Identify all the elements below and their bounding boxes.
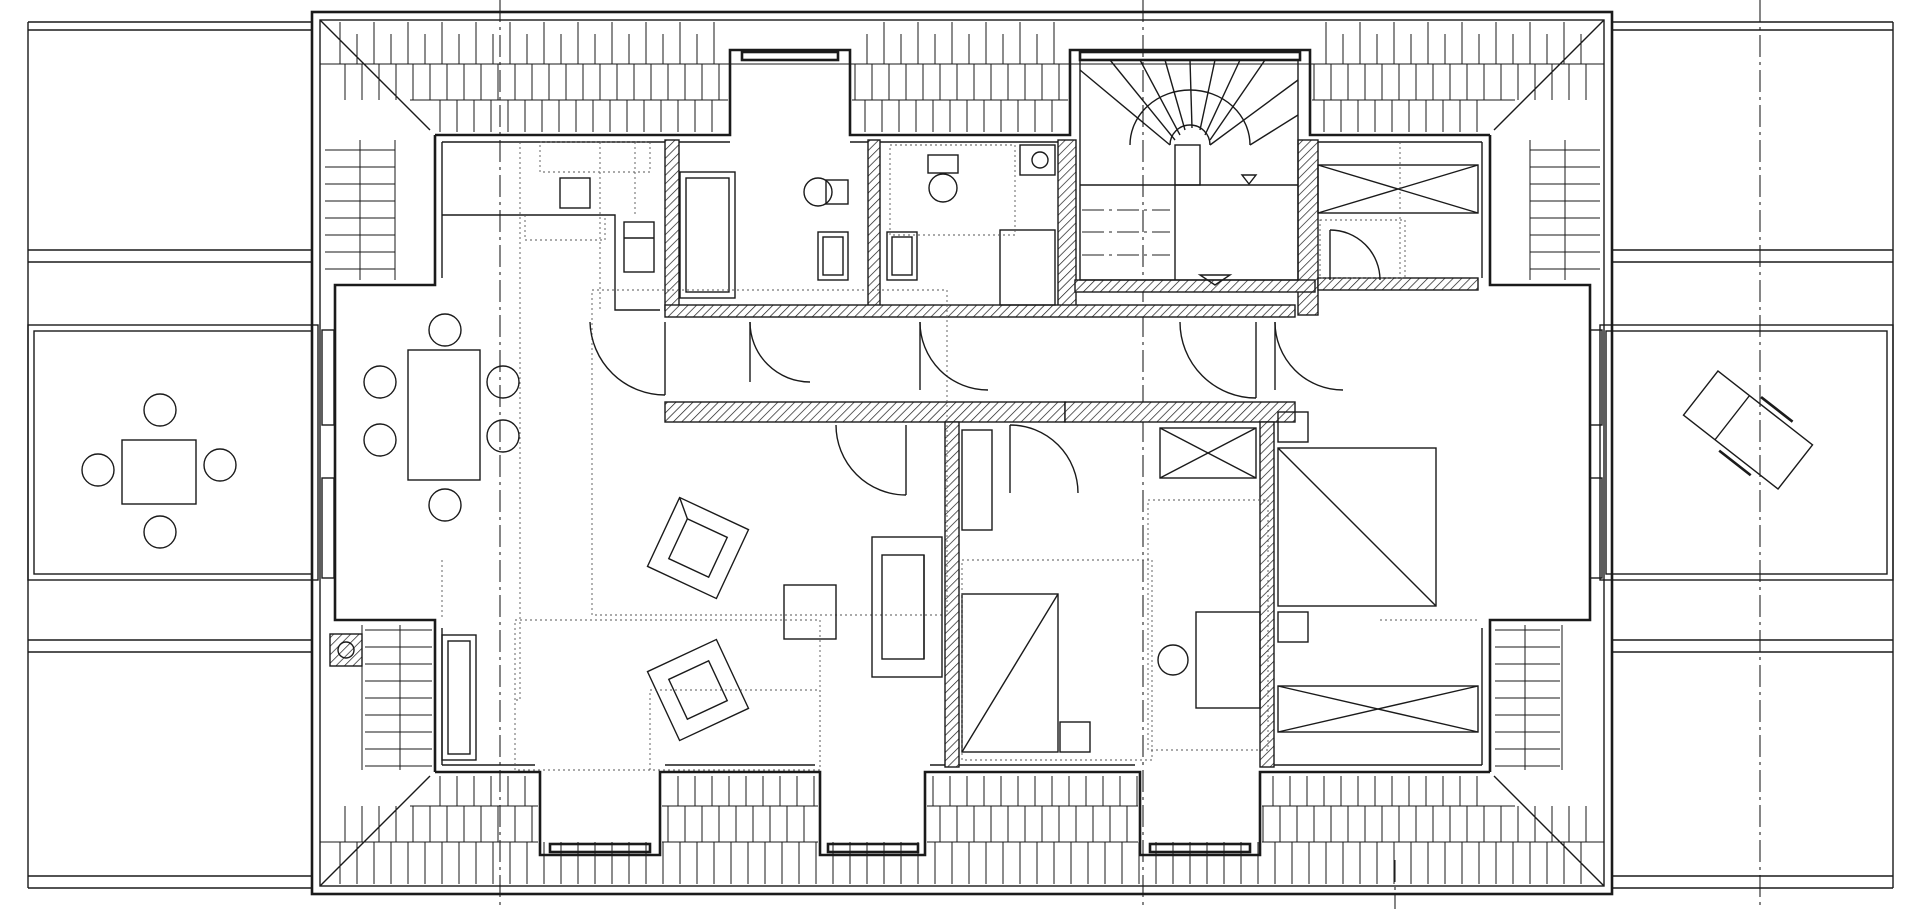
- table-icon: [407, 349, 481, 481]
- armchair-icon: [646, 638, 750, 742]
- kitchen: [442, 141, 660, 311]
- roof-outline: [310, 10, 1614, 896]
- bedroom-right: [1147, 164, 1479, 751]
- storage: [1159, 164, 1479, 733]
- roof-tiles: [320, 22, 1604, 884]
- terrace-left: [27, 21, 319, 889]
- toilet-icon: [803, 177, 849, 207]
- bathroom: [679, 171, 849, 299]
- stair-icon: [1079, 59, 1299, 286]
- door-swing-icon: [589, 229, 1381, 496]
- armchair-icon: [646, 496, 750, 600]
- lounger-icon: [1682, 370, 1814, 490]
- coffee-table: [783, 584, 837, 640]
- bed-icon: [1277, 447, 1437, 607]
- terrace-right: [1599, 21, 1894, 889]
- chimney-icon: [329, 633, 363, 667]
- sink-icon: [886, 231, 918, 281]
- slope-lines: [441, 142, 1480, 701]
- terrace-table: [81, 393, 237, 549]
- bedroom-middle: [961, 429, 1153, 761]
- roof-hips: [319, 19, 1605, 887]
- chair-icon: [428, 313, 462, 347]
- stair-hall: [1079, 59, 1299, 286]
- sink-icon: [817, 231, 849, 281]
- axis-lines: [499, 0, 1761, 909]
- toilet-icon: [928, 173, 958, 203]
- wardrobe-icon: [961, 429, 993, 531]
- dining: [363, 313, 520, 522]
- interior-walls: [664, 139, 1479, 768]
- wc: [886, 144, 1056, 306]
- bathtub-icon: [679, 171, 736, 299]
- sofa-icon: [871, 536, 943, 678]
- living-room: [514, 289, 948, 771]
- sideboard: [441, 634, 477, 761]
